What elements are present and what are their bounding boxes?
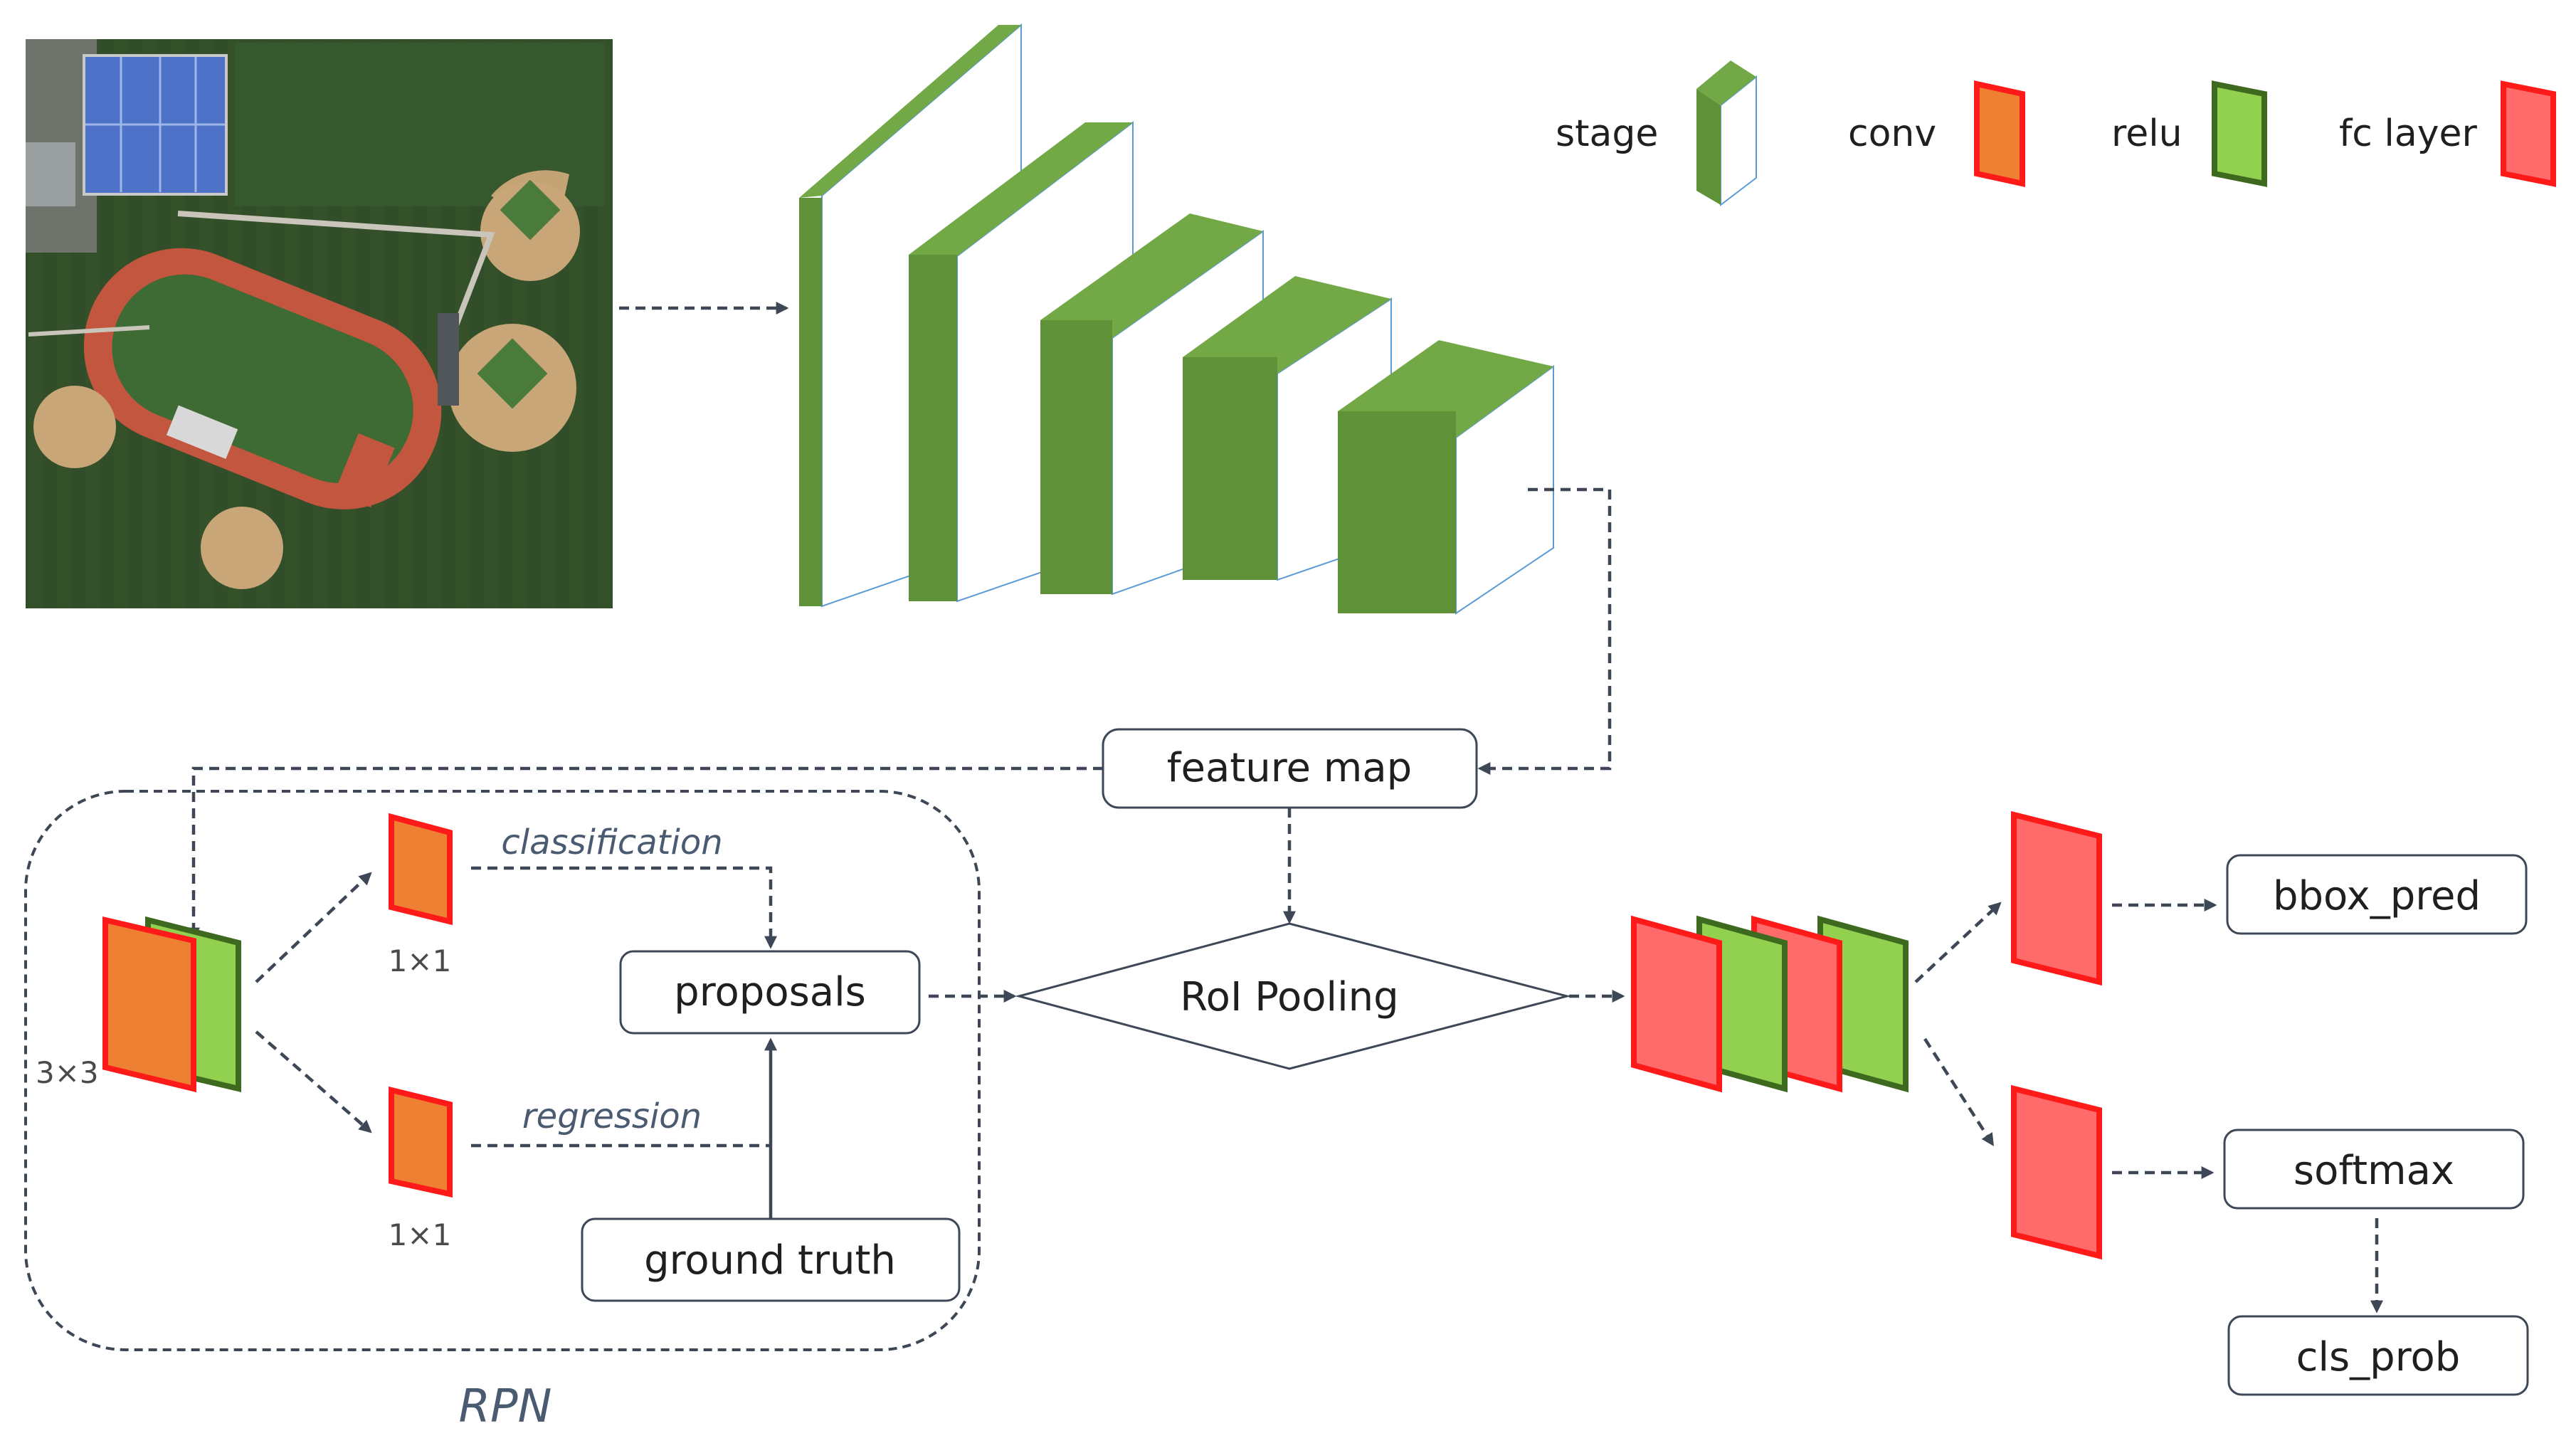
legend-conv-icon <box>1974 80 2025 187</box>
legend-fc-label: fc layer <box>2339 112 2478 155</box>
feature-map-node: feature map <box>1102 728 1478 809</box>
rpn-region: RPN 3×3 1×1 1×1 classification regressio… <box>24 790 981 1433</box>
feature-map-label: feature map <box>1167 745 1412 791</box>
backbone-stages <box>799 23 1554 615</box>
legend-conv-label: conv <box>1848 112 1936 155</box>
softmax-label: softmax <box>2293 1148 2454 1194</box>
proposals-label: proposals <box>674 969 866 1015</box>
rpn-title: RPN <box>459 1380 552 1433</box>
legend-stage-label: stage <box>1556 112 1658 155</box>
legend-relu-label: relu <box>2111 112 2182 155</box>
rpn-reg-conv-1x1 <box>389 1086 453 1198</box>
head-fc-block-1 <box>1631 915 1722 1093</box>
arrow-feature-map-to-rpn <box>187 766 1103 941</box>
rpn-regression-label: regression <box>522 1096 702 1136</box>
cls-fc-block <box>2011 1084 2102 1260</box>
arrow-head-to-cls-fc <box>1923 1037 1994 1147</box>
arrow-backbone-to-feature-map <box>1477 487 1612 775</box>
legend: stage conv relu fc layer <box>1556 60 2556 207</box>
arrow-rpn-to-cls-conv <box>255 872 372 983</box>
rpn-cls-conv-1x1 <box>389 813 453 926</box>
arrow-rpn-to-reg-conv <box>255 1030 372 1133</box>
softmax-node: softmax <box>2223 1129 2525 1210</box>
proposals-node: proposals <box>619 950 921 1035</box>
roi-pooling-node: RoI Pooling <box>1015 922 1571 1070</box>
rpn-kernel-1x1-bottom-label: 1×1 <box>389 1217 452 1252</box>
head-blocks <box>1631 915 1909 1093</box>
arrow-classification-to-proposals <box>471 866 777 949</box>
legend-relu-icon <box>2212 80 2267 187</box>
bbox-pred-label: bbox_pred <box>2273 873 2481 919</box>
cls-prob-label: cls_prob <box>2296 1334 2461 1380</box>
bbox-fc-block <box>2011 810 2102 986</box>
input-aerial-image <box>26 39 613 608</box>
legend-fc-icon <box>2501 80 2556 187</box>
cls-prob-node: cls_prob <box>2227 1315 2529 1396</box>
bbox-pred-node: bbox_pred <box>2226 854 2528 935</box>
rpn-conv-3x3-block <box>102 916 196 1093</box>
rpn-classification-label: classification <box>501 823 722 862</box>
rpn-kernel-1x1-top-label: 1×1 <box>389 944 452 978</box>
legend-stage-icon <box>1696 60 1757 207</box>
roi-pooling-label: RoI Pooling <box>1180 974 1398 1020</box>
rpn-kernel-3x3-label: 3×3 <box>36 1055 99 1090</box>
arrow-head-to-bbox-fc <box>1914 902 2002 983</box>
stage-5 <box>1338 340 1554 615</box>
ground-truth-node: ground truth <box>581 1217 961 1302</box>
ground-truth-label: ground truth <box>644 1237 896 1284</box>
